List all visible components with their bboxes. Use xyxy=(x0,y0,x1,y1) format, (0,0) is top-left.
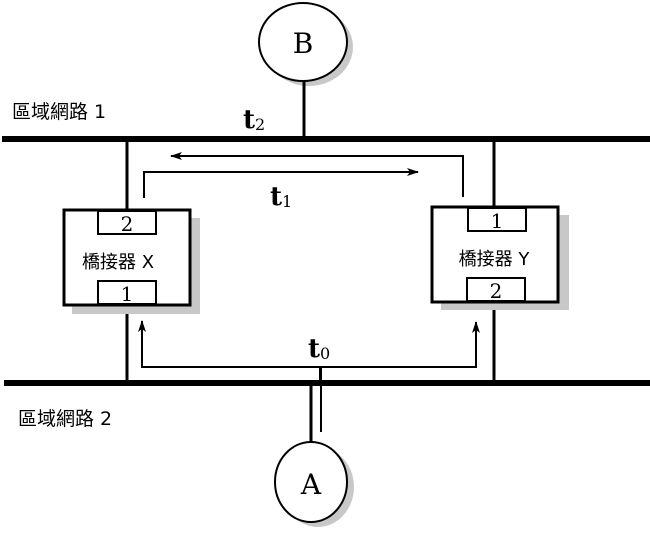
host-a: A xyxy=(274,368,354,527)
t0-base: t xyxy=(308,334,320,364)
bridge-x: 2 1 橋接器 X xyxy=(62,142,200,386)
host-b: B xyxy=(258,2,353,137)
bridge-x-port-top xyxy=(97,210,157,235)
lan2-bus xyxy=(4,380,650,386)
bridge-y-port-bottom xyxy=(466,277,526,302)
bridge-x-port-top-label: 2 xyxy=(121,212,134,236)
lan2-label: 區域網路 2 xyxy=(18,408,112,430)
lan1-label: 區域網路 1 xyxy=(12,101,106,123)
host-b-label: B xyxy=(293,27,314,60)
bridge-y-port-top xyxy=(467,207,527,232)
bridge-y-port-bottom-label: 2 xyxy=(490,279,503,303)
t1-arrow-from-y xyxy=(170,152,464,197)
bridge-y: 1 2 橋接器 Y xyxy=(430,142,569,381)
t0-arrow-to-x xyxy=(138,320,320,368)
t1-base: t xyxy=(270,182,282,212)
t1-sub: 1 xyxy=(282,192,292,211)
bridge-y-port-top-label: 1 xyxy=(491,209,504,233)
t0-label: t0 xyxy=(308,334,330,364)
t1-label: t1 xyxy=(270,182,292,212)
t2-sub: 2 xyxy=(255,115,265,134)
bridge-x-port-bottom xyxy=(97,280,157,305)
host-a-label: A xyxy=(300,468,322,501)
t2-base: t xyxy=(243,105,255,135)
bridge-x-label: 橋接器 X xyxy=(82,252,154,273)
bridge-y-label: 橋接器 Y xyxy=(459,249,531,270)
t1-arrow-from-x xyxy=(143,168,419,198)
bridge-x-port-bottom-label: 1 xyxy=(121,282,134,306)
t0-sub: 0 xyxy=(320,344,330,363)
t2-label: t2 xyxy=(243,105,265,135)
lan1-bus xyxy=(2,136,650,142)
t0-arrow-to-y xyxy=(320,321,480,368)
